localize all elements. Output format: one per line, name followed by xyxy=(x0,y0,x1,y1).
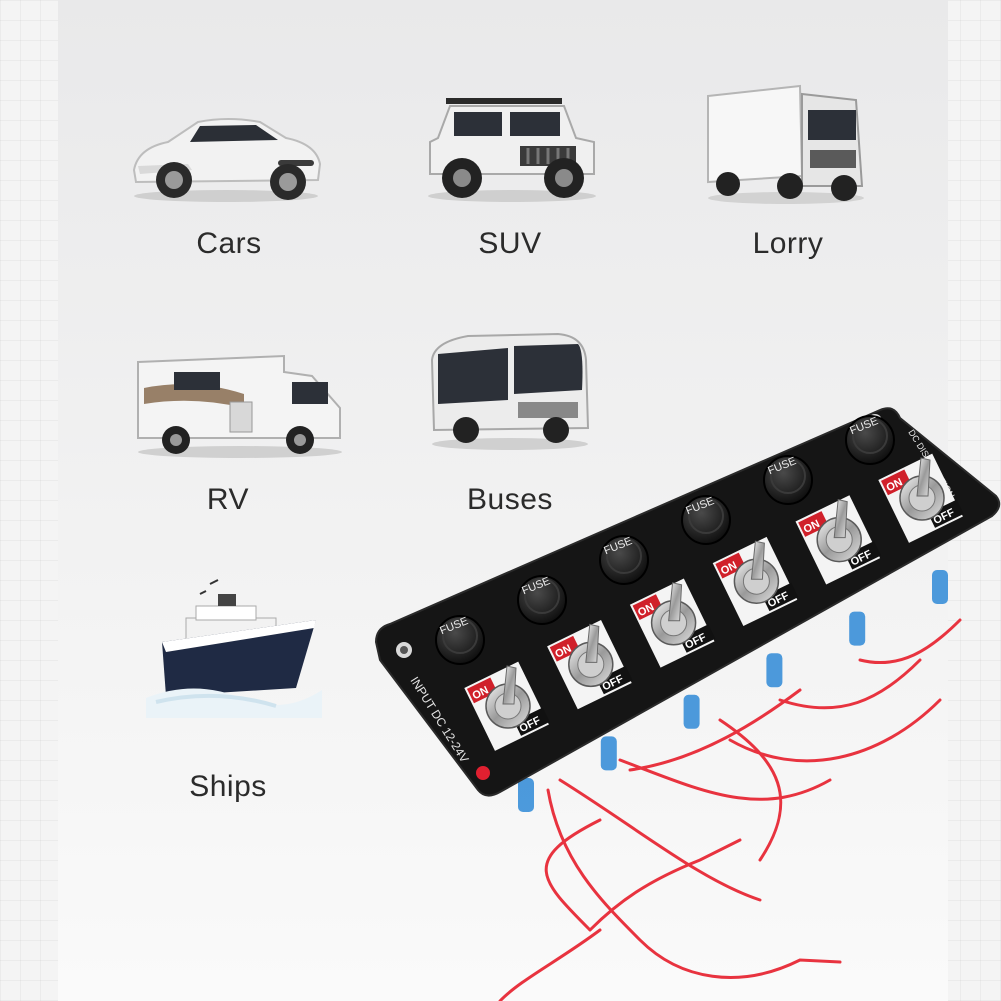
car-icon xyxy=(128,108,324,204)
fuse-holder[interactable]: FUSE xyxy=(517,575,567,625)
off-badge xyxy=(762,582,799,612)
blue-connector xyxy=(518,778,534,812)
wire-connectors xyxy=(518,570,948,812)
rv-icon xyxy=(134,348,346,460)
toggle-lever[interactable] xyxy=(750,540,765,580)
fuse-holder[interactable]: FUSE xyxy=(845,415,895,465)
label-rv: RV xyxy=(206,483,250,516)
toggle-lever[interactable] xyxy=(502,665,517,705)
label-buses: Buses xyxy=(467,483,553,516)
label-lorry: Lorry xyxy=(752,227,824,260)
on-badge xyxy=(549,635,581,662)
fuse-row: FUSE FUSE FUSE FUSE FUSE FUSE xyxy=(435,415,895,665)
fuse-holder[interactable]: FUSE xyxy=(763,455,813,505)
blue-connector xyxy=(932,570,948,604)
truck-icon xyxy=(704,82,866,206)
bus-icon xyxy=(428,330,592,452)
label-suv: SUV xyxy=(478,227,542,260)
off-badge xyxy=(928,499,964,528)
off-badge xyxy=(596,665,633,695)
label-cars: Cars xyxy=(196,227,262,260)
suv-icon xyxy=(424,92,600,204)
fuse-holder[interactable]: FUSE xyxy=(599,535,649,585)
blue-connector xyxy=(600,736,617,771)
off-badge xyxy=(845,541,882,570)
toggle-lever[interactable] xyxy=(668,582,683,622)
on-badge xyxy=(880,469,912,496)
label-ships: Ships xyxy=(189,770,267,803)
toggle-lever[interactable] xyxy=(585,623,600,663)
blue-connector xyxy=(766,653,783,688)
wire-bundle xyxy=(498,618,962,1001)
off-badge xyxy=(514,707,550,736)
off-badge xyxy=(679,624,716,653)
blue-connector xyxy=(683,694,700,729)
on-badge xyxy=(715,552,746,579)
toggle-lever[interactable] xyxy=(833,498,848,539)
blue-connector xyxy=(849,611,866,646)
fuse-holder[interactable]: FUSE xyxy=(681,495,731,545)
ship-icon xyxy=(126,578,326,728)
on-badge xyxy=(632,594,663,621)
fuse-holder[interactable]: FUSE xyxy=(435,615,485,665)
toggle-lever[interactable] xyxy=(916,457,931,497)
on-badge xyxy=(466,677,498,704)
on-badge xyxy=(798,511,829,537)
